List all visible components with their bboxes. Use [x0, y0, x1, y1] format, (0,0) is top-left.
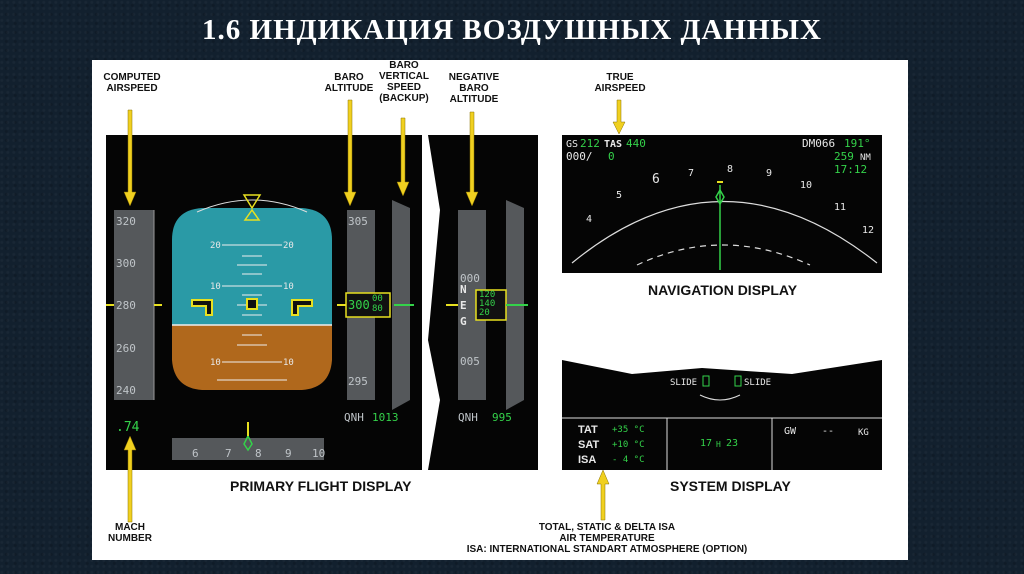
tas-label: TAS	[604, 139, 623, 150]
time-minutes: 23	[726, 438, 739, 449]
arrow-vertical-speed	[396, 117, 410, 197]
mach-readout: .74	[116, 420, 140, 435]
heading-tick: 7	[225, 447, 232, 460]
tat-value: +35 °C	[612, 425, 645, 435]
gw-value: --	[822, 426, 835, 437]
neg-box-value: 140	[479, 299, 496, 309]
bank-pointer	[242, 194, 262, 210]
label-mach-number: MACH NUMBER	[108, 522, 152, 544]
bearing: 191°	[844, 137, 871, 150]
pitch-label: 10	[283, 358, 294, 368]
alt-top: 305	[348, 215, 368, 228]
arrow-computed-airspeed	[123, 109, 137, 207]
pitch-label: 10	[283, 282, 294, 292]
arrow-true-airspeed	[612, 99, 626, 135]
neg-letter: E	[460, 299, 467, 312]
waypoint: DM066	[802, 137, 836, 150]
gw-unit: KG	[858, 428, 869, 438]
aircraft-symbol-right	[291, 299, 313, 316]
neg-alt-bottom: 005	[460, 355, 480, 368]
aircraft-symbol-left	[191, 299, 213, 316]
compass-tick: 9	[766, 168, 773, 179]
label-baro-vertical-speed: BARO VERTICAL SPEED (BACKUP)	[379, 60, 429, 104]
arrow-mach	[123, 435, 137, 523]
neg-letter: G	[460, 315, 467, 328]
gw-label: GW	[784, 426, 797, 437]
neg-letter: N	[460, 283, 467, 296]
qnh-label: QNH	[344, 411, 364, 424]
diagram-panel: COMPUTED AIRSPEED BARO ALTITUDE BARO VER…	[92, 60, 908, 560]
arrow-baro-altitude	[343, 99, 357, 207]
heading-tick: 6	[192, 447, 199, 460]
speed-tick: 260	[116, 342, 136, 355]
time-separator: H	[716, 440, 721, 449]
compass-tick: 11	[834, 202, 847, 213]
compass-tick: 10	[800, 180, 813, 191]
speed-tick: 240	[116, 384, 136, 397]
compass-tick: 7	[688, 168, 695, 179]
tas-value: 440	[626, 137, 646, 150]
altitude-readout-box	[345, 292, 391, 318]
heading-tick: 8	[255, 447, 262, 460]
ground	[172, 325, 332, 390]
alt-readout-tens-b: 80	[372, 304, 383, 314]
isa-label: ISA	[578, 454, 597, 466]
compass-tick: 8	[727, 164, 734, 175]
pitch-label: 10	[210, 358, 221, 368]
neg-box-value: 120	[479, 290, 496, 300]
caption-sd: SYSTEM DISPLAY	[670, 478, 791, 494]
sat-label: SAT	[578, 439, 600, 451]
arrow-negative-altitude	[465, 111, 479, 207]
wind-direction: 000/	[566, 150, 593, 163]
compass-tick: 5	[616, 190, 623, 201]
neg-alt-top: 000	[460, 272, 480, 285]
sd-screen	[562, 360, 882, 470]
nd-screen	[562, 135, 882, 273]
slide-title: 1.6 ИНДИКАЦИЯ ВОЗДУШНЫХ ДАННЫХ	[202, 14, 822, 46]
neg-box-value: 20	[479, 308, 490, 318]
label-air-temperature: TOTAL, STATIC & DELTA ISA AIR TEMPERATUR…	[466, 522, 748, 555]
gs-label: GS	[566, 139, 579, 150]
slide-right: SLIDE	[744, 378, 772, 388]
pitch-label: 20	[283, 241, 294, 251]
slide-left: SLIDE	[670, 378, 698, 388]
tat-label: TAT	[578, 424, 598, 436]
arrow-air-temperature	[596, 469, 610, 521]
speed-tick: 280	[116, 299, 136, 312]
neg-qnh-label: QNH	[458, 411, 478, 424]
time-hours: 17	[700, 438, 713, 449]
label-negative-baro-altitude: NEGATIVE BARO ALTITUDE	[448, 72, 500, 105]
label-true-airspeed: TRUE AIRSPEED	[594, 72, 646, 94]
distance: 259	[834, 150, 854, 163]
isa-value: - 4 °C	[612, 455, 645, 465]
speed-tick: 320	[116, 215, 136, 228]
eta: 17:12	[834, 163, 868, 176]
gs-value: 212	[580, 137, 600, 150]
heading-tick: 10	[312, 447, 326, 460]
caption-nd: NAVIGATION DISPLAY	[648, 282, 798, 298]
alt-readout-hundreds: 300	[348, 298, 370, 312]
speed-tick: 300	[116, 257, 136, 270]
diagram-graphics	[106, 99, 882, 523]
label-computed-airspeed: COMPUTED AIRSPEED	[103, 72, 161, 94]
caption-pfd: PRIMARY FLIGHT DISPLAY	[230, 478, 412, 494]
alt-readout-tens-a: 00	[372, 294, 383, 304]
qnh-value: 1013	[372, 411, 399, 424]
compass-tick: 6	[652, 172, 660, 187]
distance-unit: NM	[860, 153, 871, 163]
pointer-arrows	[123, 99, 626, 523]
compass-tick: 4	[586, 214, 593, 225]
wind-speed: 0	[608, 150, 615, 163]
sat-value: +10 °C	[612, 440, 645, 450]
speed-tape	[114, 210, 154, 400]
pitch-label: 20	[210, 241, 221, 251]
heading-tick: 9	[285, 447, 292, 460]
pitch-label: 10	[210, 282, 221, 292]
alt-bottom: 295	[348, 375, 368, 388]
label-baro-altitude: BARO ALTITUDE	[324, 72, 374, 94]
compass-tick: 12	[862, 225, 875, 236]
compass-arc	[571, 200, 878, 264]
neg-qnh-value: 995	[492, 411, 512, 424]
